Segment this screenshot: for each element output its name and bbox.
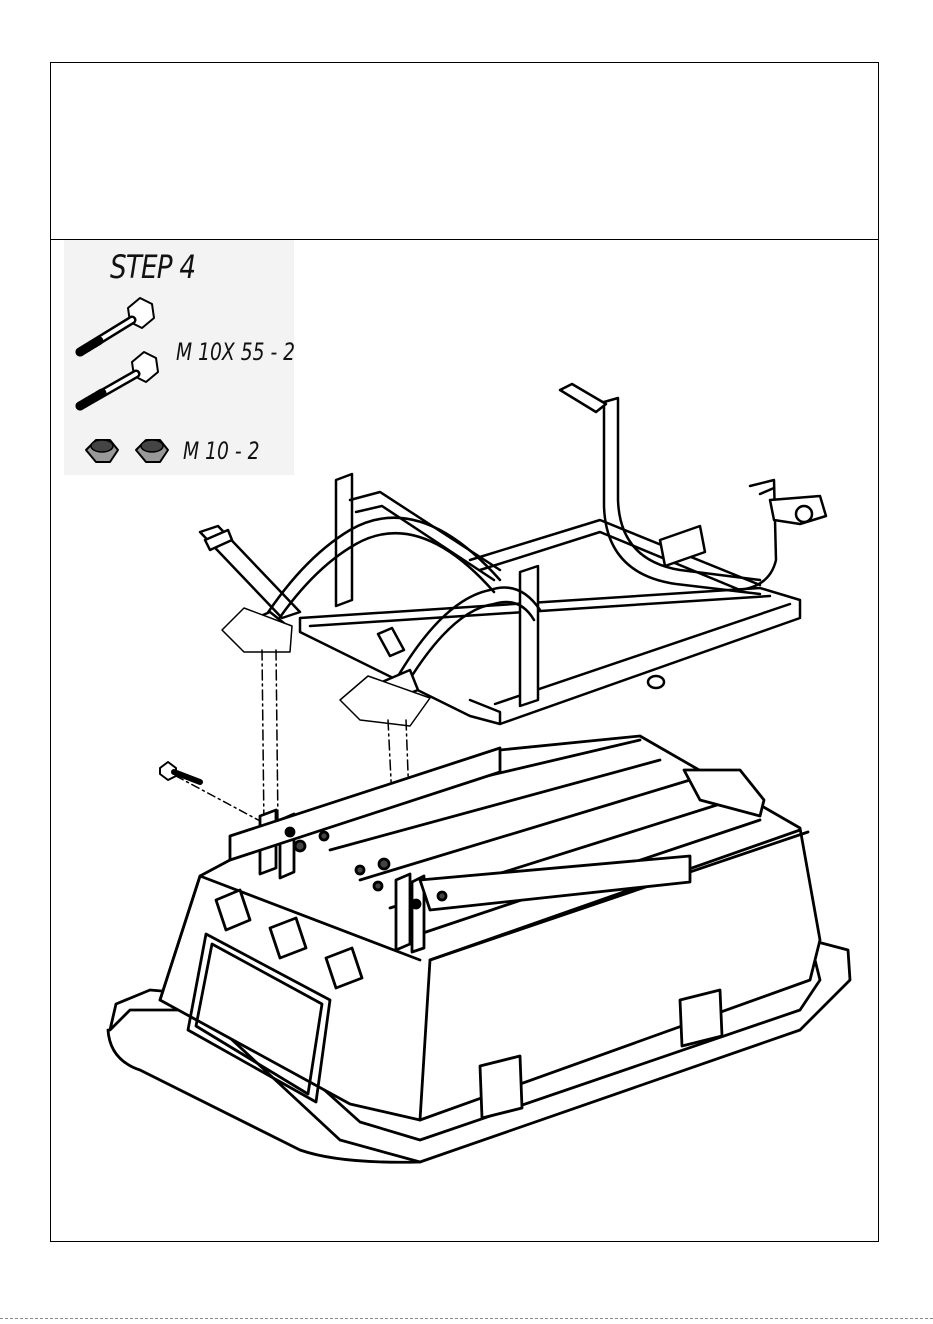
hex-bolt-icon	[160, 762, 200, 782]
page-bottom-rule	[0, 1318, 933, 1319]
hex-bolt-icon	[80, 352, 158, 406]
upper-frame	[200, 384, 826, 724]
lock-nut-icon	[86, 440, 118, 462]
hex-bolt-icon	[80, 298, 154, 352]
lock-nut-icon	[136, 440, 168, 462]
